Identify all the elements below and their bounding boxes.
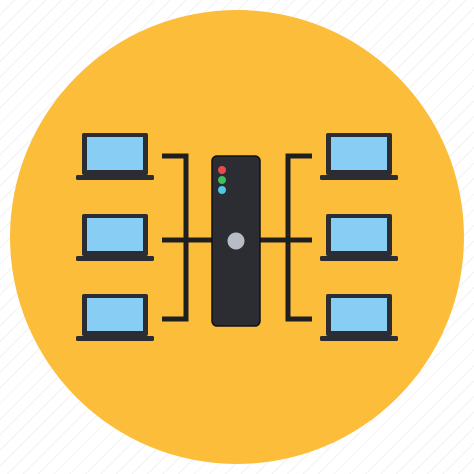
server-icon xyxy=(211,155,261,327)
laptop-icon xyxy=(320,294,398,341)
laptop-icon xyxy=(320,133,398,180)
status-led-cyan xyxy=(218,186,226,194)
server-power-knob xyxy=(227,232,245,250)
laptop-icon xyxy=(76,214,154,261)
status-led-red xyxy=(218,166,226,174)
laptop-screen xyxy=(87,218,143,251)
laptop-screen xyxy=(331,298,387,331)
laptop-icon xyxy=(76,133,154,180)
laptop-screen xyxy=(87,298,143,331)
laptop-screen xyxy=(331,137,387,170)
laptop-icon xyxy=(76,294,154,341)
laptop-screen xyxy=(331,218,387,251)
laptop-screen xyxy=(87,137,143,170)
laptop-icon xyxy=(320,214,398,261)
status-led-green xyxy=(218,176,226,184)
connector-lines xyxy=(162,153,312,322)
